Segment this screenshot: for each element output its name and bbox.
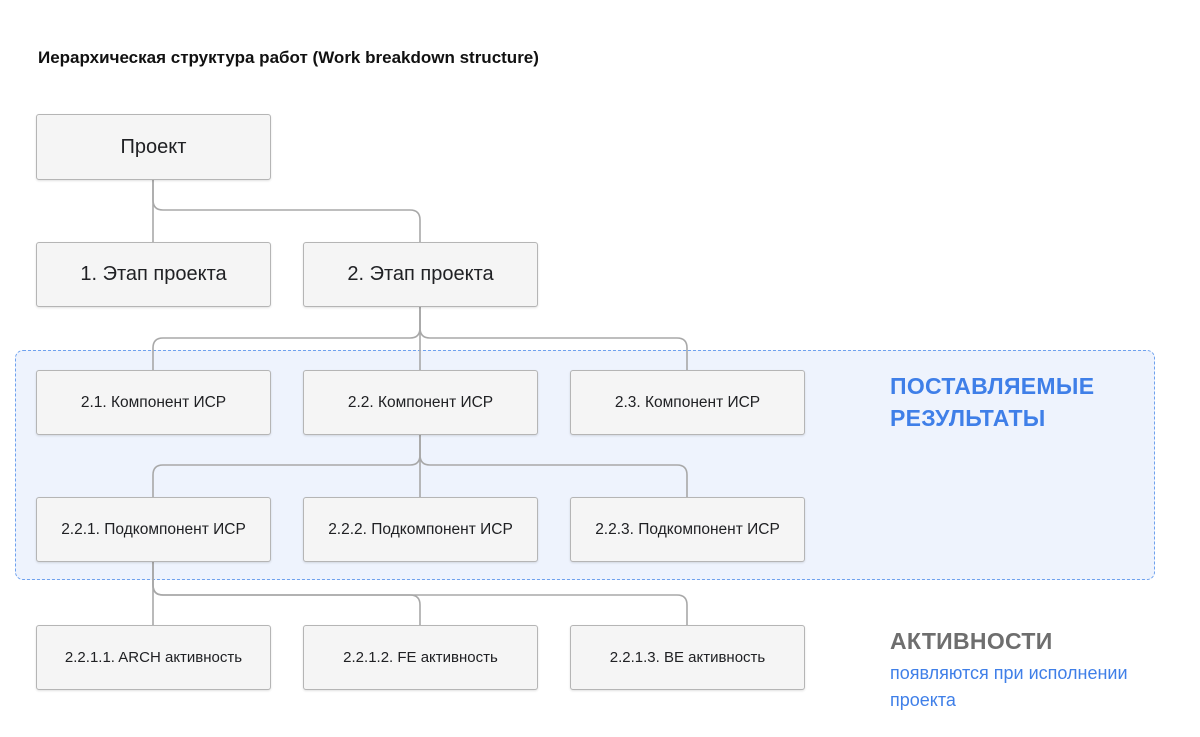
- deliverables-label: ПОСТАВЛЯЕМЫЕ РЕЗУЛЬТАТЫ: [890, 373, 1095, 431]
- connector-sub1-act3: [152, 562, 688, 625]
- connector-comp2-sub1: [152, 435, 421, 497]
- connector-sub1-act2: [152, 562, 421, 625]
- activity-node-be: 2.2.1.3. BE активность: [570, 625, 805, 690]
- connector-comp2-sub3: [419, 435, 688, 497]
- phase-node-1: 1. Этап проекта: [36, 242, 271, 307]
- component-node-2-3: 2.3. Компонент ИСР: [570, 370, 805, 435]
- connector-phase2-comp3: [419, 307, 688, 370]
- diagram-title: Иерархическая структура работ (Work brea…: [38, 48, 539, 67]
- connector-phase2-comp1: [152, 307, 421, 370]
- project-node: Проект: [36, 114, 271, 180]
- subcomponent-node-2-2-3: 2.2.3. Подкомпонент ИСР: [570, 497, 805, 562]
- component-node-2-1: 2.1. Компонент ИСР: [36, 370, 271, 435]
- phase-node-2: 2. Этап проекта: [303, 242, 538, 307]
- subcomponent-node-2-2-1: 2.2.1. Подкомпонент ИСР: [36, 497, 271, 562]
- activity-node-arch: 2.2.1.1. ARCH активность: [36, 625, 271, 690]
- connector-project-phase2: [152, 180, 421, 242]
- activity-node-fe: 2.2.1.2. FE активность: [303, 625, 538, 690]
- component-node-2-2: 2.2. Компонент ИСР: [303, 370, 538, 435]
- activities-label: АКТИВНОСТИ: [890, 628, 1053, 654]
- subcomponent-node-2-2-2: 2.2.2. Подкомпонент ИСР: [303, 497, 538, 562]
- activities-note: появляются при исполнении проекта: [890, 663, 1128, 710]
